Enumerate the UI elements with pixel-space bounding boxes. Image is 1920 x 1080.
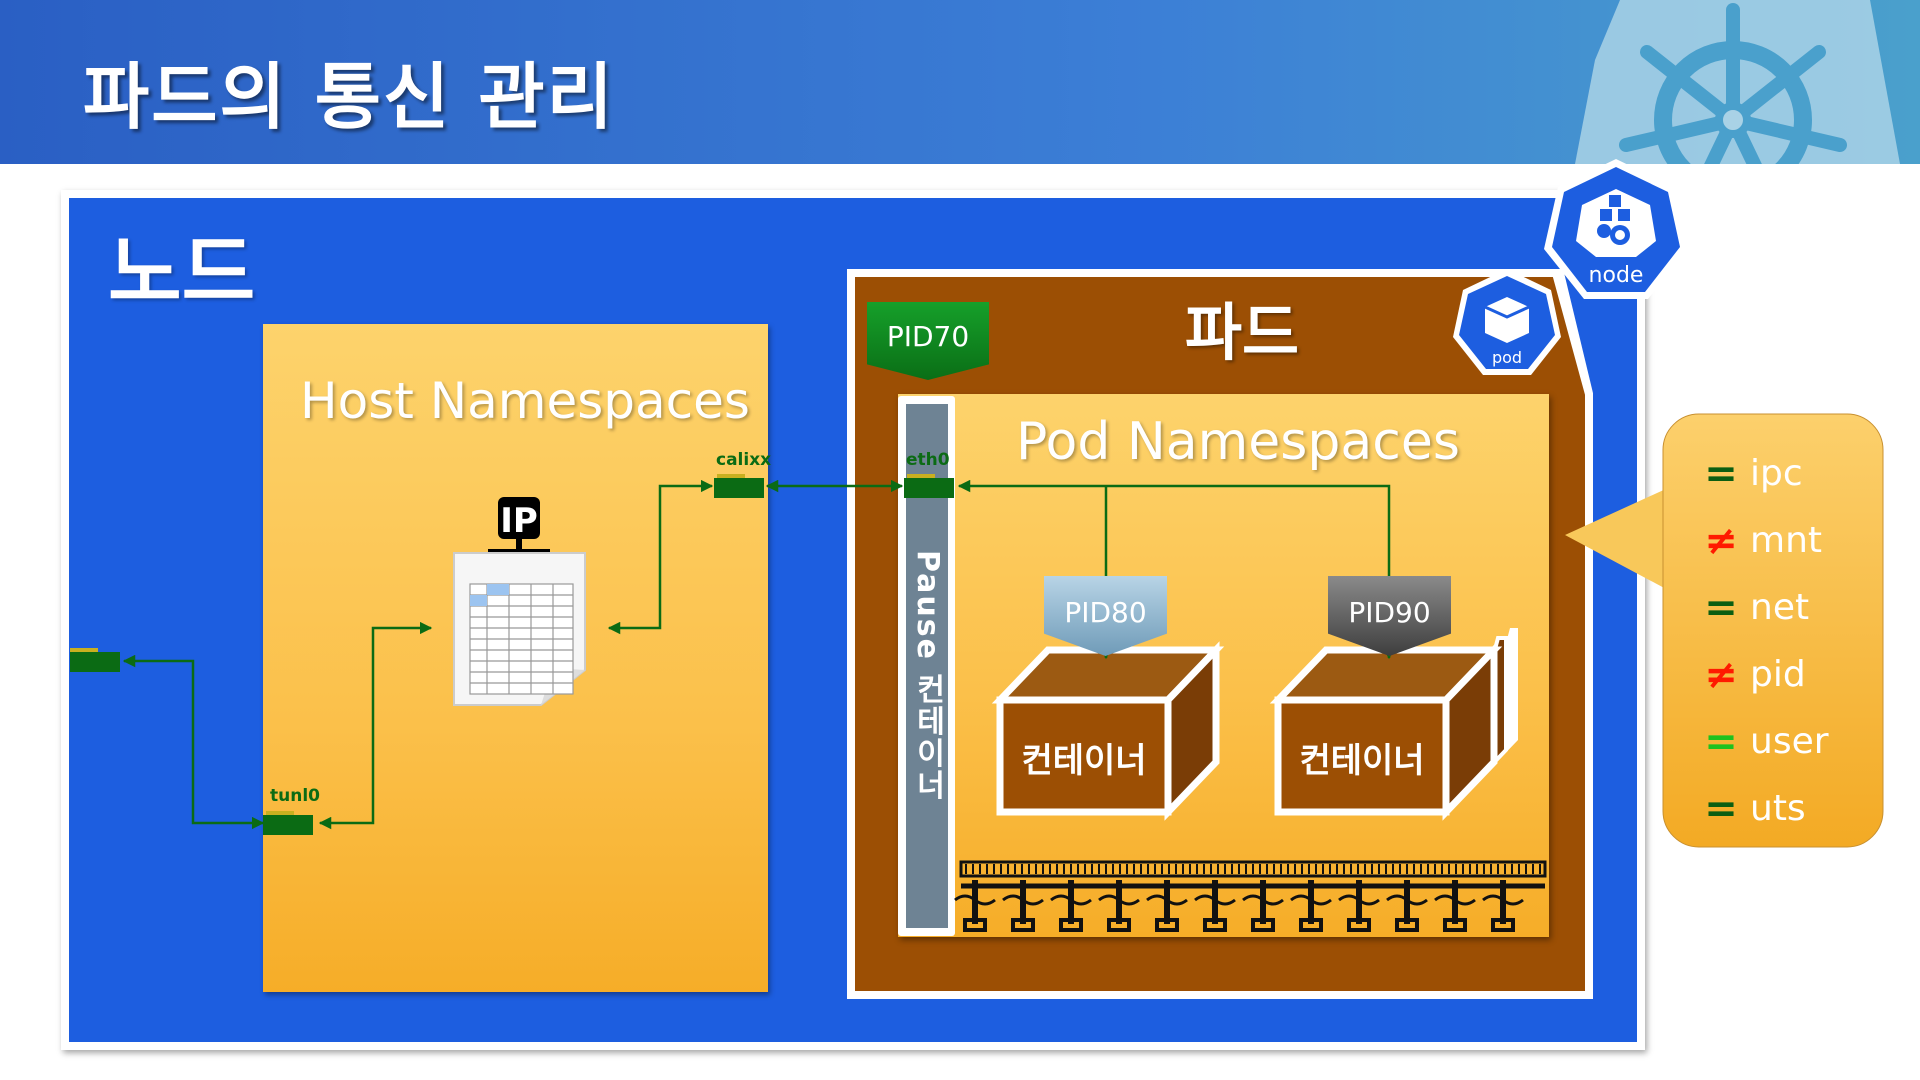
ip-spreadsheet-icon: IP	[453, 497, 586, 706]
namespace-name: uts	[1750, 788, 1806, 829]
page-title: 파드의 통신 관리	[83, 55, 615, 139]
equal-icon: =	[1704, 450, 1738, 497]
container-box-2-stack	[1269, 628, 1518, 821]
nic-label-eth0: eth0	[906, 450, 950, 470]
container-2-label: 컨테이너	[1299, 741, 1425, 781]
namespace-name: net	[1750, 587, 1810, 628]
nic-label-tunl0: tunl0	[270, 786, 320, 806]
node-badge-icon	[1544, 159, 1688, 299]
host-namespaces-title: Host Namespaces	[300, 372, 750, 430]
node-badge-label: node	[1588, 263, 1644, 288]
pod-title: 파드	[1185, 296, 1300, 369]
pod-namespaces-title: Pod Namespaces	[1016, 412, 1460, 472]
not-equal-icon: ≠	[1704, 651, 1738, 698]
equal-icon: =	[1704, 584, 1738, 631]
equal-icon: =	[1704, 718, 1738, 765]
header-banner	[0, 0, 1920, 164]
namespace-name: pid	[1750, 654, 1806, 695]
namespace-row-user: = user	[1700, 708, 1860, 775]
namespace-name: ipc	[1750, 453, 1803, 494]
namespace-row-mnt: ≠ mnt	[1700, 507, 1860, 574]
namespace-name: mnt	[1750, 520, 1822, 561]
namespace-row-net: = net	[1700, 574, 1860, 641]
svg-text:IP: IP	[500, 501, 538, 541]
not-equal-icon: ≠	[1704, 517, 1738, 564]
namespace-name: user	[1750, 721, 1829, 762]
bridge-icon	[954, 860, 1547, 932]
nic-icons	[70, 474, 954, 835]
pod-badge-label: pod	[1491, 348, 1523, 367]
namespace-list: = ipc ≠ mnt = net ≠ pid = user = uts	[1700, 440, 1860, 842]
pod-pid-tag: PID70	[867, 302, 989, 380]
pause-container-label: Pause 컨테이너	[910, 550, 945, 802]
namespace-callout	[1565, 413, 1884, 848]
nic-label-calixx: calixx	[716, 450, 772, 470]
namespace-row-uts: = uts	[1700, 775, 1860, 842]
container-box-1	[991, 641, 1225, 821]
node-title: 노드	[108, 226, 256, 319]
namespace-row-pid: ≠ pid	[1700, 641, 1860, 708]
namespace-row-ipc: = ipc	[1700, 440, 1860, 507]
container-1-label: 컨테이너	[1021, 741, 1147, 781]
kubernetes-logo-icon	[1575, 0, 1900, 164]
equal-icon: =	[1704, 785, 1738, 832]
pod-badge-icon	[1453, 269, 1561, 375]
